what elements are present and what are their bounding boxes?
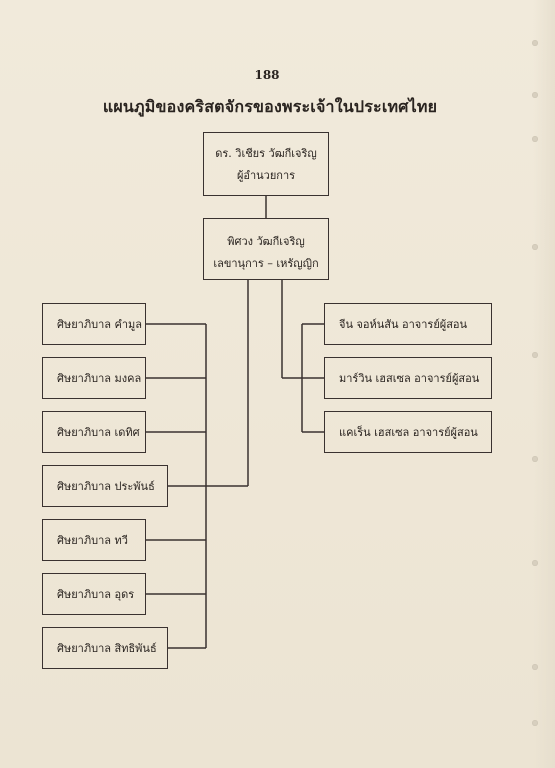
punch-hole [532,560,538,566]
punch-hole [532,92,538,98]
chart-title: แผนภูมิของคริสตจักรของพระเจ้าในประเทศไทย [102,97,438,116]
director-role: ผู้อำนวยการ [236,169,296,182]
director-name: ดร. วิเชียร วัฒกีเจริญ [215,147,317,160]
secretary-name: พิศวง วัฒกีเจริญ [227,235,305,248]
punch-hole [532,136,538,142]
teacher-box: มาร์วิน เฮสเซล อาจารย์ผู้สอน [324,357,492,399]
nursery-box: ศิษยาภิบาล คำมูล [42,303,146,345]
page-number: 188 [254,68,280,82]
nursery-box: ศิษยาภิบาล เดทิศ [42,411,146,453]
teacher-box: แคเร็น เฮสเซล อาจารย์ผู้สอน [324,411,492,453]
secretary-role: เลขานุการ – เหรัญญิก [213,257,319,270]
punch-hole [532,40,538,46]
secretary-box: พิศวง วัฒกีเจริญ เลขานุการ – เหรัญญิก [203,218,329,280]
punch-hole [532,352,538,358]
punch-hole [532,664,538,670]
punch-hole [532,244,538,250]
punch-hole [532,720,538,726]
nursery-box: ศิษยาภิบาล ทวี [42,519,146,561]
nursery-box: ศิษยาภิบาล ประพันธ์ [42,465,168,507]
nursery-box: ศิษยาภิบาล อุดร [42,573,146,615]
teacher-box: จีน จอห์นสัน อาจารย์ผู้สอน [324,303,492,345]
page-edge [533,0,555,768]
director-box: ดร. วิเชียร วัฒกีเจริญ ผู้อำนวยการ [203,132,329,196]
punch-hole [532,456,538,462]
nursery-box: ศิษยาภิบาล มงคล [42,357,146,399]
nursery-box: ศิษยาภิบาล สิทธิพันธ์ [42,627,168,669]
